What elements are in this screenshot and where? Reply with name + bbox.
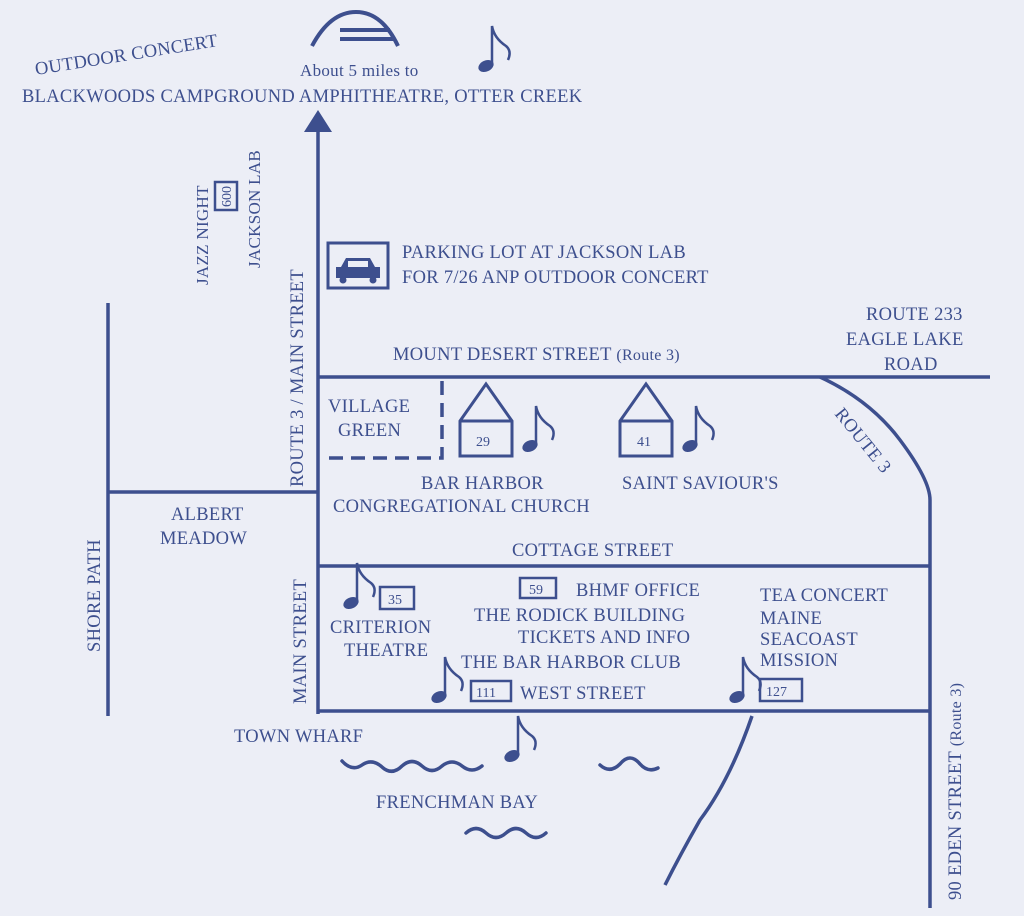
- eden-street-label: 90 EDEN STREET (Route 3): [946, 683, 966, 900]
- car-icon: [326, 241, 390, 290]
- mission-number: 127: [766, 685, 787, 700]
- church-icon: [618, 381, 674, 458]
- wave-right: [598, 756, 660, 772]
- bar-harbor-label: BAR HARBOR: [421, 474, 544, 494]
- shore-path-label: SHORE PATH: [85, 539, 105, 652]
- music-note-icon: [726, 655, 762, 707]
- box-59: [518, 576, 558, 600]
- distance-label: About 5 miles to: [300, 61, 419, 80]
- village-green-border: [322, 381, 444, 460]
- congregational-church-label: CONGREGATIONAL CHURCH: [333, 497, 590, 517]
- rodick-building-label: THE RODICK BUILDING: [474, 606, 685, 626]
- north-arrow-head: [304, 110, 332, 132]
- theatre-label: THEATRE: [344, 641, 428, 661]
- saint-saviours-number: 41: [637, 435, 651, 450]
- waves: [340, 756, 660, 840]
- wave-bay: [464, 826, 548, 840]
- criterion-label: CRITERION: [330, 618, 431, 638]
- road-label: ROAD: [884, 355, 938, 375]
- music-note-icon: [519, 404, 555, 456]
- route3-curve: [819, 375, 932, 908]
- jazz-number: 600: [220, 186, 235, 207]
- bhmf-number: 59: [529, 583, 543, 598]
- mount-desert-street-label: MOUNT DESERT STREET (Route 3): [393, 345, 680, 365]
- destination-label: BLACKWOODS CAMPGROUND AMPHITHEATRE, OTTE…: [22, 87, 583, 107]
- town-wharf-label: TOWN WHARF: [234, 727, 363, 747]
- cottage-street-label: COTTAGE STREET: [512, 541, 674, 561]
- main-street-label: MAIN STREET: [291, 579, 311, 704]
- route-233-label: ROUTE 233: [866, 305, 963, 325]
- frenchman-bay-label: FRENCHMAN BAY: [376, 793, 538, 813]
- tickets-info-label: TICKETS AND INFO: [518, 628, 690, 648]
- route-3-diagonal-label: ROUTE 3: [830, 405, 894, 478]
- parking-line1: PARKING LOT AT JACKSON LAB: [402, 243, 686, 263]
- village-label: VILLAGE: [328, 397, 410, 417]
- criterion-number: 35: [388, 593, 402, 608]
- jazz-night-label: JAZZ NIGHT: [193, 185, 212, 285]
- green-label: GREEN: [338, 421, 401, 441]
- meadow-label: MEADOW: [160, 529, 247, 549]
- box-600: [213, 180, 239, 212]
- saint-saviours-label: SAINT SAVIOUR'S: [622, 474, 779, 494]
- tea-concert-label: TEA CONCERT: [760, 586, 888, 606]
- church-number: 29: [476, 435, 490, 450]
- box-127: [758, 677, 804, 703]
- club-number: 111: [476, 686, 496, 701]
- albert-label: ALBERT: [171, 505, 244, 525]
- west-street-label: WEST STREET: [520, 684, 646, 704]
- bar-harbor-club-label: THE BAR HARBOR CLUB: [461, 653, 681, 673]
- bhmf-office-label: BHMF OFFICE: [576, 581, 700, 601]
- seacoast-label: SEACOAST: [760, 630, 858, 650]
- music-note-icon: [475, 24, 511, 76]
- eagle-lake-label: EAGLE LAKE: [846, 330, 964, 350]
- box-35: [378, 585, 416, 611]
- music-note-icon: [340, 561, 376, 613]
- amphitheatre-icon: [310, 9, 400, 47]
- number-boxes: [213, 180, 804, 703]
- eden-diagonal: [663, 715, 754, 886]
- church-icon: [458, 381, 514, 458]
- mission-label: MISSION: [760, 651, 838, 671]
- outdoor-concert-label: OUTDOOR CONCERT: [34, 31, 220, 80]
- music-note-icon: [679, 404, 715, 456]
- maine-label: MAINE: [760, 609, 822, 629]
- wave-town-wharf: [340, 759, 484, 773]
- box-111: [469, 679, 513, 703]
- parking-line2: FOR 7/26 ANP OUTDOOR CONCERT: [402, 268, 709, 288]
- music-note-icon: [501, 714, 537, 766]
- music-note-icon: [428, 655, 464, 707]
- streets: [106, 110, 990, 908]
- route3-main-street-label: ROUTE 3 / MAIN STREET: [288, 269, 308, 487]
- jackson-lab-label: JACKSON LAB: [245, 150, 264, 268]
